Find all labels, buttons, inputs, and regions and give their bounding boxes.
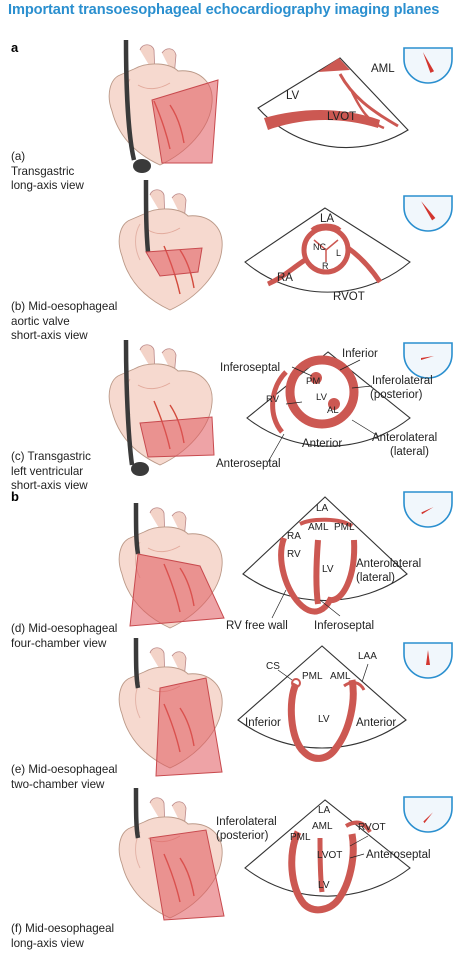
probe-angle-icon-e [403, 642, 453, 679]
label-l-b: L [336, 248, 341, 258]
label-lv-a: LV [286, 90, 300, 102]
label-anterolateral-d: Anterolateral [356, 558, 421, 570]
diagram-canvas: AML LV LVOT LA NC L R RA RVOT Inferior [108, 39, 453, 921]
label-la-f: LA [318, 805, 331, 816]
label-rv-free-wall-d: RV free wall [226, 620, 288, 632]
label-nc-b: NC [313, 242, 326, 252]
echo-fan-e [237, 645, 407, 762]
label-lv-e: LV [318, 714, 330, 725]
echo-fan-f [244, 799, 411, 914]
label-anterolateral-c: Anterolateral [372, 432, 437, 444]
label-anterior-e: Anterior [356, 717, 396, 729]
probe-angle-icon-f [403, 796, 453, 833]
label-pml-f: PML [290, 832, 311, 843]
heart-illustration-d [118, 502, 225, 629]
label-la-b: LA [320, 213, 334, 225]
label-ra-b: RA [277, 272, 293, 284]
label-inferior-e: Inferior [245, 717, 281, 729]
label-lv-d: LV [322, 564, 334, 575]
label-inferoseptal-d: Inferoseptal [314, 620, 374, 632]
label-rv-d: RV [287, 549, 301, 560]
label-inferoseptal-c: Inferoseptal [220, 362, 280, 374]
probe-angle-icon-d [403, 491, 453, 528]
section-label-a: a [11, 40, 19, 55]
label-rv-c: RV [266, 394, 280, 405]
probe-angle-icon-a [403, 47, 453, 84]
label-anteroseptal-f: Anteroseptal [366, 849, 431, 861]
section-label-b: b [11, 489, 19, 504]
heart-illustration-f [118, 787, 225, 921]
label-pml-e: PML [302, 671, 323, 682]
label-lv-f: LV [318, 880, 330, 891]
label-inferolateral-f: Inferolateral [216, 816, 277, 828]
label-la-d: LA [316, 503, 329, 514]
label-anterior-c: Anterior [302, 438, 342, 450]
probe-angle-icon-b [403, 195, 453, 232]
label-lv-c: LV [316, 392, 328, 403]
label-rvot-f: RVOT [358, 822, 386, 833]
label-pm-c: PM [306, 376, 320, 387]
label-lvot-f: LVOT [317, 850, 342, 861]
echo-fan-c [246, 351, 411, 447]
label-aml-f: AML [312, 821, 333, 832]
label-aml-e: AML [330, 671, 351, 682]
page-title: Important transoesophageal echocardiogra… [8, 2, 440, 18]
heart-illustration-c [108, 339, 215, 476]
label-pml-d: PML [334, 522, 355, 533]
label-lateral-c: (lateral) [390, 446, 429, 458]
label-laa-e: LAA [358, 651, 377, 662]
label-inferior-c: Inferior [342, 348, 378, 360]
label-aml-a: AML [371, 63, 395, 75]
label-posterior-f: (posterior) [216, 830, 269, 842]
label-rvot-b: RVOT [333, 291, 365, 303]
label-al-c: AL [327, 405, 339, 416]
label-r-b: R [322, 261, 329, 271]
label-lateral-d: (lateral) [356, 572, 395, 584]
label-inferolateral-c: Inferolateral [372, 375, 433, 387]
probe-angle-icon-c [403, 342, 453, 379]
heart-illustration-e [118, 637, 223, 777]
label-anteroseptal-c: Anteroseptal [216, 458, 281, 470]
label-posterior-c: (posterior) [370, 389, 423, 401]
label-ra-d: RA [287, 531, 301, 542]
label-cs-e: CS [266, 661, 280, 672]
label-aml-d: AML [308, 522, 329, 533]
echo-fan-d [242, 496, 408, 615]
echo-fan-b [244, 207, 411, 293]
heart-illustration-a [108, 39, 219, 173]
label-lvot-a: LVOT [327, 111, 356, 123]
echo-fan-a [257, 57, 409, 149]
heart-illustration-b [118, 179, 223, 311]
